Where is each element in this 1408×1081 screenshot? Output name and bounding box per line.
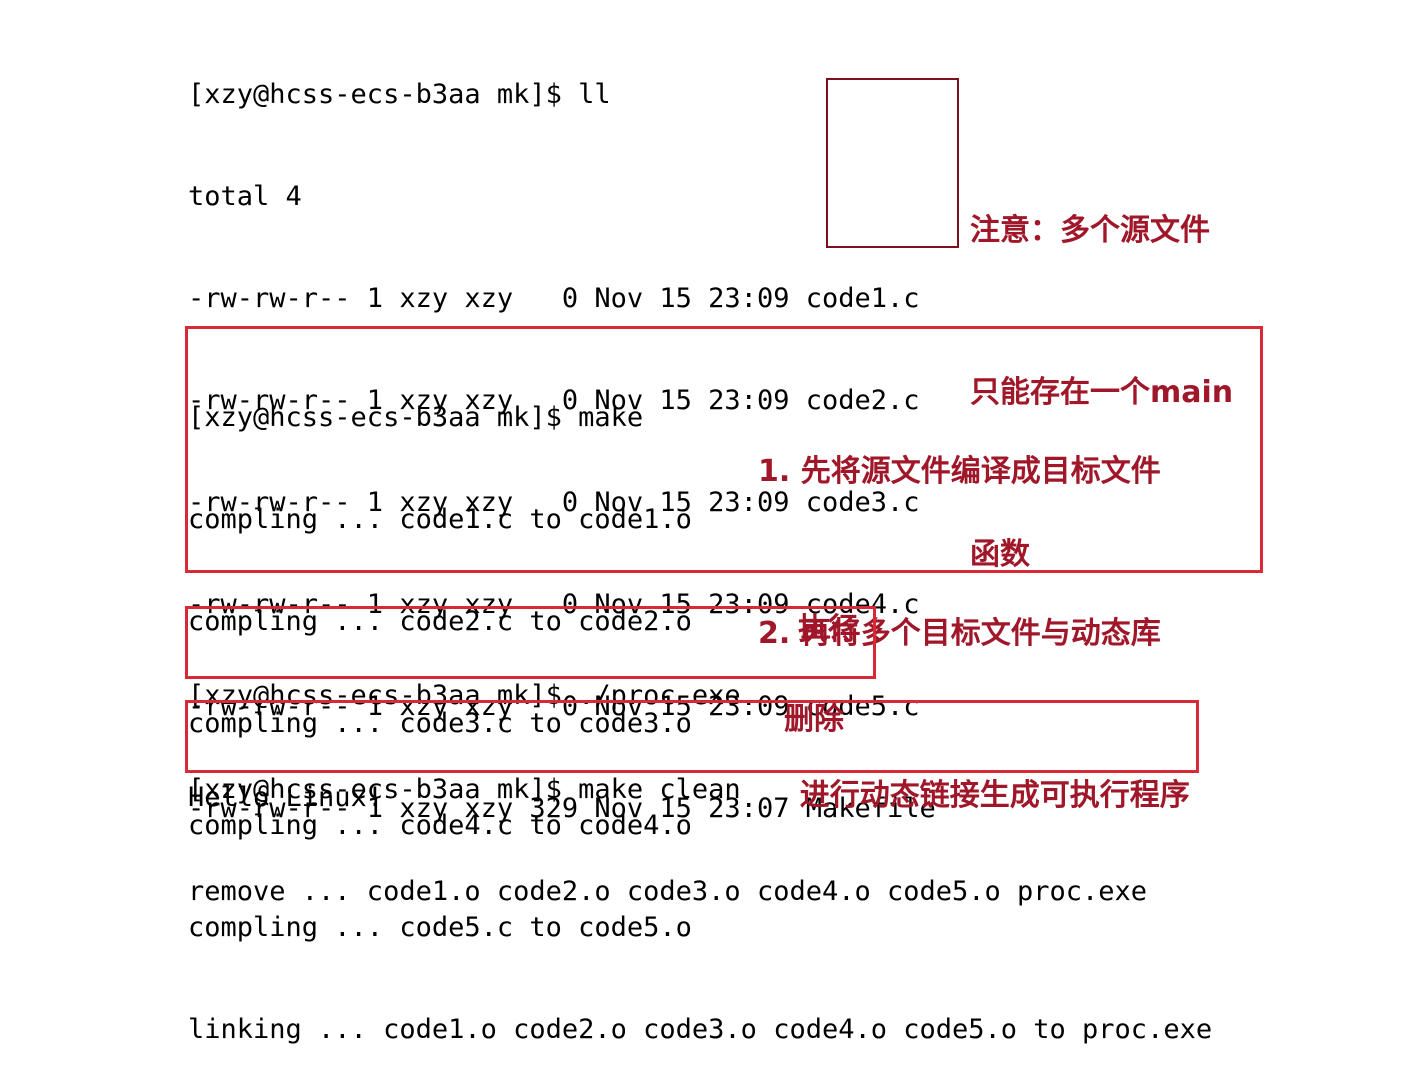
note-line: 函数 [970, 537, 1030, 572]
note-line: 2. 再将多个目标文件与动态库 [758, 616, 1161, 651]
note-main-function: 注意：多个源文件 只能存在一个main 函数 [970, 96, 1233, 636]
terminal-line: -rw-rw-r-- 1 xzy xzy 0 Nov 15 23:09 code… [188, 487, 920, 518]
terminal-line: -rw-rw-r-- 1 xzy xzy 0 Nov 15 23:09 code… [188, 283, 920, 314]
note-clean: 删除 [784, 702, 844, 737]
terminal-line: [xzy@hcss-ecs-b3aa mk]$ make [188, 402, 644, 433]
terminal-line: -rw-rw-r-- 1 xzy xzy 0 Nov 15 23:09 code… [188, 691, 920, 722]
terminal-line: linking ... code1.o code2.o code3.o code… [188, 1014, 1213, 1045]
clean-output-box [185, 700, 1199, 773]
note-line: 1. 先将源文件编译成目标文件 [758, 454, 1161, 489]
source-files-highlight [826, 78, 959, 248]
terminal-line: compling ... code3.c to code3.o [188, 708, 692, 739]
note-line: 只能存在一个main [970, 375, 1234, 410]
terminal-line: [xzy@hcss-ecs-b3aa mk]$ ./proc.exe [188, 680, 741, 711]
run-output-box [185, 606, 876, 679]
terminal-line: compling ... code1.c to code1.o [188, 504, 692, 535]
clean-output: [xzy@hcss-ecs-b3aa mk]$ make clean remov… [188, 705, 1147, 943]
terminal-line: total 4 [188, 181, 302, 212]
terminal-line: [xzy@hcss-ecs-b3aa mk]$ ll [188, 79, 611, 110]
terminal-line: -rw-rw-r-- 1 xzy xzy 0 Nov 15 23:09 code… [188, 385, 920, 416]
terminal-line: [xzy@hcss-ecs-b3aa mk]$ make clean [188, 774, 741, 805]
terminal-line: -rw-rw-r-- 1 xzy xzy 0 Nov 15 23:09 code… [188, 589, 920, 620]
terminal-line: compling ... code2.c to code2.o [188, 606, 692, 637]
note-line: 注意：多个源文件 [970, 213, 1210, 248]
make-output-box [185, 326, 1263, 573]
note-run: 执行 [798, 612, 858, 647]
terminal-line: remove ... code1.o code2.o code3.o code4… [188, 876, 1148, 907]
